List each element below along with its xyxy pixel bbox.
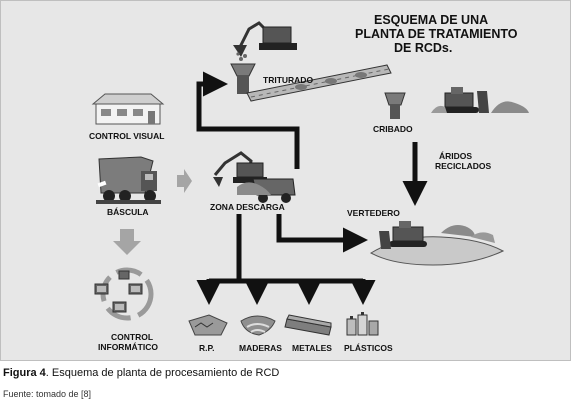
caption-label: Figura 4 [3,367,46,379]
rp-icon [188,314,228,336]
figure-caption: Figura 4. Esquema de planta de procesami… [3,367,279,379]
flow-arrows [196,71,428,305]
label-maderas: MADERAS [239,343,282,353]
label-aridos-2: RECICLADOS [435,161,492,171]
zona-descarga-excavator-icon [213,151,296,203]
label-triturado: TRITURADO [263,75,314,85]
label-zona-descarga: ZONA DESCARGA [210,202,285,212]
label-control-informatico-2: INFORMÁTICO [98,342,158,352]
label-control-informatico-1: CONTROL [111,332,154,342]
metales-icon [284,314,332,336]
aridos-bulldozer-icon [431,87,529,113]
label-plasticos: PLÁSTICOS [344,343,393,353]
label-bascula: BÁSCULA [107,207,149,217]
diagram-canvas [91,21,529,336]
cribado-hopper-icon [384,92,406,119]
bascula-truck-icon [96,156,161,204]
plasticos-icon [346,312,379,336]
label-metales: METALES [292,343,332,353]
conveyor-belt-icon [246,64,392,102]
label-control-visual: CONTROL VISUAL [89,131,165,141]
label-vertedero: VERTEDERO [347,208,400,218]
label-aridos-1: ÁRIDOS [439,151,473,161]
figure-panel: ESQUEMA DE UNA PLANTA DE TRATAMIENTO DE … [0,0,571,361]
descarga-to-triturado-arrow [196,71,300,169]
descarga-to-vertedero-arrow [276,214,368,253]
bascula-to-descarga-arrow [177,169,192,193]
diagram-title-line-1: ESQUEMA DE UNA [374,13,489,27]
bascula-to-control-arrow [113,229,141,255]
diagram-title-line-2: PLANTA DE TRATAMIENTO [355,27,518,41]
figure-source: Fuente: tomado de [8] [3,389,92,399]
control-visual-house-icon [91,93,165,125]
label-rp: R.P. [199,343,215,353]
vertedero-bulldozer-icon [369,221,505,266]
triturado-machine-icon [230,21,297,94]
label-cribado: CRIBADO [373,124,413,134]
caption-text: . Esquema de planta de procesamiento de … [45,367,280,379]
control-informatico-icon [94,267,154,321]
diagram-title-line-3: DE RCDs. [394,41,453,55]
maderas-icon [240,315,276,336]
